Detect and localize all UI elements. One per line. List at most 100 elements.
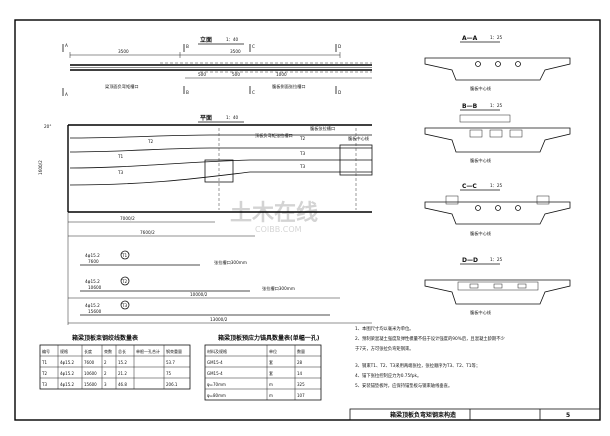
svg-text:腹板中心线: 腹板中心线 — [470, 85, 492, 92]
table-header-cell: 数量 — [297, 348, 305, 354]
svg-text:T2: T2 — [121, 279, 128, 284]
plan-title: 平面 — [200, 114, 212, 122]
svg-text:腹板中心线: 腹板中心线 — [470, 230, 492, 237]
svg-text:腹板中心线: 腹板中心线 — [348, 135, 370, 142]
notes-block: 1、本图尺寸均以毫米为单位。 2、预制梁混凝土强度及弹性模量不低于设计强度的90… — [355, 325, 505, 389]
svg-text:4φ15.2: 4φ15.2 — [85, 279, 100, 284]
svg-text:4φ15.2: 4φ15.2 — [85, 303, 100, 308]
table-cell: 2 — [104, 360, 107, 365]
table-cell: 46.8 — [118, 382, 127, 387]
table-cell: m — [269, 393, 273, 398]
tendon-callout-T3: 4φ15.2 15600 T3 — [80, 300, 330, 316]
svg-text:于7天，方可张拉负弯矩钢束。: 于7天，方可张拉负弯矩钢束。 — [355, 345, 414, 352]
sheet-number: 5 — [566, 412, 570, 419]
tendon-callout-T1: 4φ15.2 7600 T1 — [80, 250, 200, 266]
svg-text:腹板中心线: 腹板中心线 — [470, 309, 492, 316]
table-cell: 53.7 — [166, 360, 175, 365]
svg-text:B: B — [186, 90, 189, 95]
title-block — [349, 408, 601, 421]
svg-text:D: D — [338, 90, 341, 95]
section-A-A: A—A 1：25 腹板中心线 — [424, 35, 571, 92]
svg-text:15600: 15600 — [88, 309, 102, 314]
section-C-C: C—C 1：25 腹板中心线 — [424, 183, 571, 237]
svg-text:7600/2: 7600/2 — [140, 230, 155, 235]
table-header-cell: 束数 — [104, 348, 112, 354]
svg-text:1、本图尺寸均以毫米为单位。: 1、本图尺寸均以毫米为单位。 — [355, 325, 414, 332]
plan-scale: 1：40 — [226, 115, 239, 120]
section-B-B: B—B 1：25 腹板中心线 — [424, 103, 571, 164]
table-header-cell: 单根一孔合计 — [136, 348, 160, 354]
table-cell: 套 — [269, 359, 273, 365]
svg-text:10000/2: 10000/2 — [190, 292, 208, 297]
svg-text:4φ15.2: 4φ15.2 — [85, 253, 100, 258]
table-cell: T3 — [41, 382, 47, 387]
svg-text:500: 500 — [198, 72, 206, 77]
svg-text:20°: 20° — [44, 124, 51, 129]
section-mark-D: D D — [335, 44, 341, 95]
table-header-cell: 规格 — [60, 348, 68, 354]
svg-text:C: C — [252, 90, 255, 95]
section-mark-B: B B — [183, 44, 189, 95]
svg-text:T2: T2 — [299, 136, 306, 141]
svg-text:1000: 1000 — [276, 72, 287, 77]
section-mark-A-bottom: A — [62, 88, 68, 97]
table-header-cell: 总长 — [118, 348, 126, 354]
table-cell: T2 — [41, 371, 47, 376]
svg-text:1：25: 1：25 — [490, 103, 503, 108]
table-cell: 套 — [269, 370, 273, 376]
table-cell: 3 — [104, 382, 107, 387]
tendon-callout-T2: 4φ15.2 10600 T2 — [80, 276, 250, 292]
table-cell: 15.2 — [118, 360, 127, 365]
svg-text:A: A — [65, 43, 68, 48]
table-header-cell: 长度 — [84, 348, 92, 354]
section-D-D: D—D 1：25 腹板中心线 — [424, 257, 571, 316]
table-header-cell: 材料及规格 — [207, 348, 227, 354]
svg-text:D: D — [338, 44, 341, 49]
svg-text:C: C — [252, 44, 255, 49]
table-cell: 325 — [297, 382, 305, 387]
svg-text:B: B — [186, 44, 189, 49]
table-cell: GM15-4 — [207, 371, 223, 376]
svg-text:7600: 7600 — [88, 259, 99, 264]
section-mark-C: C C — [249, 44, 255, 95]
table-cell: 4φ15.2 — [60, 382, 75, 387]
svg-text:7000/2: 7000/2 — [120, 216, 135, 221]
svg-text:2、预制梁混凝土强度及弹性模量不低于设计强度的90%后，且混: 2、预制梁混凝土强度及弹性模量不低于设计强度的90%后，且混凝土龄期不少 — [355, 335, 505, 342]
table-cell: 107 — [297, 393, 305, 398]
table-header-cell: 编号 — [42, 348, 50, 354]
table-cell: 4φ15.2 — [60, 360, 75, 365]
svg-text:土木在线: 土木在线 — [230, 200, 318, 226]
elevation-title: 立面 — [200, 36, 212, 44]
table-cell: m — [269, 382, 273, 387]
svg-text:3500: 3500 — [118, 49, 129, 54]
table2-title: 箱梁顶板预应力锚具数量表(单幅一孔) — [218, 334, 320, 342]
table-cell: 28 — [297, 360, 303, 365]
svg-text:1：25: 1：25 — [490, 257, 503, 262]
sheet-border — [14, 19, 601, 421]
svg-text:T3: T3 — [299, 151, 306, 156]
svg-text:3、钢束T1、T2、T3采用两端张拉，张拉顺序为T3、T2、: 3、钢束T1、T2、T3采用两端张拉，张拉顺序为T3、T2、T1等； — [355, 362, 480, 369]
watermark-logo: 土木在线 COIBB.COM — [230, 200, 318, 234]
table1-title: 箱梁顶板束钢绞线数量表 — [72, 334, 139, 342]
svg-text:A: A — [65, 92, 68, 97]
table-cell: 2 — [104, 371, 107, 376]
table-cell: 75 — [166, 371, 172, 376]
table-header-cell: 钢束重量 — [166, 348, 182, 354]
table-cell: 15600 — [84, 382, 97, 387]
svg-text:4、锚下张拉控制应力为0.75fpk。: 4、锚下张拉控制应力为0.75fpk。 — [355, 372, 421, 379]
svg-text:T3: T3 — [121, 303, 128, 308]
svg-text:顶板负弯矩张拉槽口: 顶板负弯矩张拉槽口 — [255, 132, 293, 139]
svg-text:张拉槽口300mm: 张拉槽口300mm — [262, 285, 295, 292]
svg-text:A—A: A—A — [462, 35, 478, 42]
svg-text:COIBB.COM: COIBB.COM — [255, 225, 302, 234]
svg-text:500: 500 — [232, 72, 240, 77]
table-cell: 4φ15.2 — [60, 371, 75, 376]
svg-text:1600/2: 1600/2 — [38, 160, 43, 175]
svg-text:腹板中心线: 腹板中心线 — [470, 157, 492, 164]
svg-text:5、安装锚垫板时，应保持锚垫板与钢束轴线垂直。: 5、安装锚垫板时，应保持锚垫板与钢束轴线垂直。 — [355, 382, 452, 389]
table-cell: φ=70mm — [207, 382, 226, 387]
